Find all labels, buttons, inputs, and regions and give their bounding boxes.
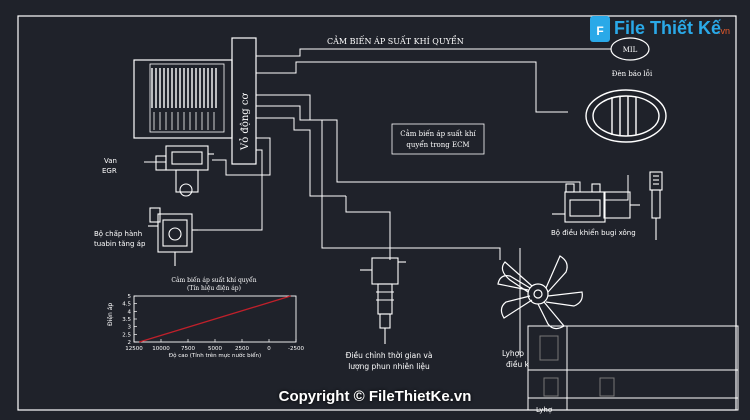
chart-x-tick-label: -2500 — [288, 346, 304, 352]
ecm-sensor-label-2: quyển trong ECM — [406, 140, 469, 149]
chart-y-tick-label: 2 — [128, 340, 132, 346]
fan-clutch-label-2: điều k — [506, 360, 530, 369]
partial-panel — [527, 325, 739, 411]
warning-lamp-label: Đèn báo lỗi — [612, 69, 653, 78]
injector-label-1: Điều chỉnh thời gian và — [346, 351, 433, 360]
brand-domain: .vn — [718, 26, 730, 36]
turbo-actuator-label-1: Bộ chấp hành — [94, 230, 142, 238]
engine-housing-box — [231, 37, 257, 165]
glow-plug-icon — [649, 171, 663, 240]
injector-label-2: lượng phun nhiên liệu — [348, 362, 430, 371]
brand-logo: F File Thiết Kế .vn — [590, 16, 730, 42]
copyright-text: Copyright © FileThietKe.vn — [278, 388, 472, 405]
voltage-altitude-chart: 2 2.53 3.5 44.5 5 12500 10000 7500 5000 2500 0 -25… — [107, 294, 304, 359]
chart-y-label: Điện áp — [107, 303, 114, 326]
graph-title-2: (Tín hiệu điện áp) — [187, 285, 241, 292]
mil-label: MIL — [623, 46, 638, 54]
bottom-fragment-label: Lyhợ — [536, 406, 553, 414]
chart-y-tick-label: 3 — [128, 325, 132, 331]
fan-clutch-label-1: Lyhợp — [502, 349, 524, 358]
barometric-sensor-title: CẢM BIẾN ÁP SUẤT KHÍ QUYỂN — [327, 36, 464, 46]
chart-y-tick-label: 3.5 — [122, 317, 131, 323]
egr-valve-label-1: Van — [104, 157, 117, 165]
glow-plug-controller-label: Bộ điều khiển bugi xông — [551, 228, 636, 237]
engine-housing-label: Vỏ động cơ — [240, 93, 251, 151]
chart-y-tick-label: 2.5 — [122, 332, 131, 338]
ecm-sensor-box — [391, 123, 485, 155]
chart-x-tick-label: 7500 — [181, 346, 195, 352]
glow-plug-controller-icon — [552, 183, 640, 223]
brand-name: File Thiết Kế — [614, 18, 722, 38]
egr-valve-label-2: EGR — [102, 167, 117, 175]
cooling-fan-icon — [497, 255, 583, 330]
chart-series-line — [139, 295, 291, 343]
chart-x-tick-label: 12500 — [125, 346, 143, 352]
turbo-actuator-icon — [148, 207, 198, 266]
chart-x-tick-label: 5000 — [208, 346, 222, 352]
chart-y-tick-label: 4.5 — [122, 302, 131, 308]
wiring-lines — [198, 48, 629, 410]
chart-x-tick-label: 0 — [267, 346, 271, 352]
turbo-actuator-label-2: tuabin tăng áp — [94, 240, 146, 248]
barometric-sensor-icon — [585, 89, 667, 143]
brand-file-icon — [590, 16, 610, 42]
ecm-unit-icon — [133, 59, 233, 139]
chart-y-tick-label: 4 — [128, 309, 132, 315]
chart-y-tick-label: 5 — [128, 294, 132, 300]
ecm-sensor-label-1: Cảm biến áp suất khí — [400, 129, 476, 138]
egr-valve-icon — [144, 145, 214, 197]
chart-x-label: Độ cao (Tính trên mực nước biển) — [169, 352, 261, 359]
injector-icon — [360, 257, 406, 344]
drawing-frame — [17, 15, 737, 411]
chart-x-tick-label: 2500 — [235, 346, 249, 352]
svg-text:F: F — [596, 24, 603, 38]
chart-x-tick-label: 10000 — [152, 346, 170, 352]
graph-title-1: Cảm biến áp suất khí quyển — [171, 277, 256, 284]
